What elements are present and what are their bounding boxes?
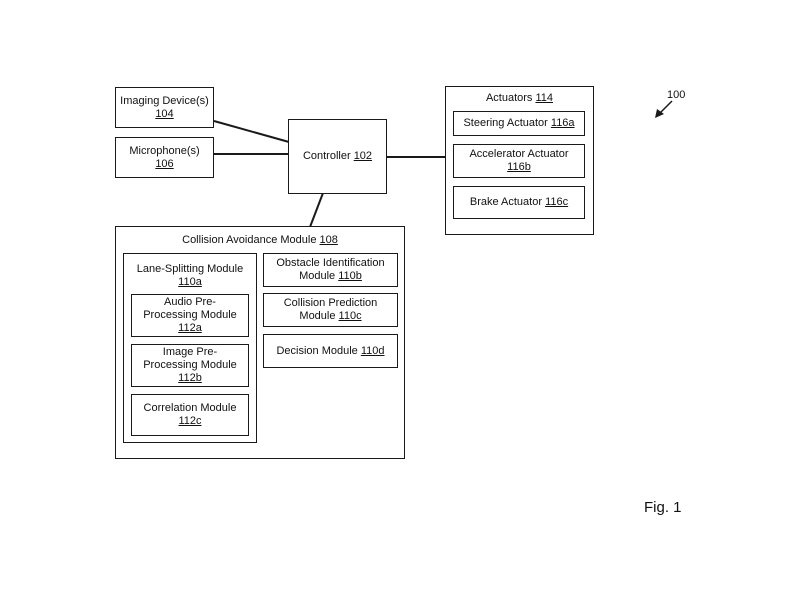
lane-splitting-box: Lane-Splitting Module 110a Audio Pre- Pr… <box>123 253 257 443</box>
steering-actuator-box: Steering Actuator 116a <box>453 111 585 136</box>
lane-splitting-label: Lane-Splitting Module <box>136 263 244 275</box>
obstacle-identification-box: Obstacle Identification Module 110b <box>263 253 398 287</box>
collision-prediction-line2: Module <box>299 310 336 322</box>
connector-imaging-controller <box>213 120 290 143</box>
decision-module-ref: 110d <box>360 344 385 357</box>
steering-actuator-ref: 116a <box>550 117 575 129</box>
figure-caption: Fig. 1 <box>644 499 682 516</box>
accelerator-actuator-box: Accelerator Actuator 116b <box>453 144 585 178</box>
image-preprocessing-line2: Processing Module <box>143 359 237 371</box>
controller-ref: 102 <box>353 150 373 162</box>
collision-prediction-box: Collision Prediction Module 110c <box>263 293 398 327</box>
brake-actuator-box: Brake Actuator 116c <box>453 186 585 219</box>
audio-preprocessing-line1: Audio Pre- <box>164 296 216 308</box>
controller-label: Controller <box>302 150 351 162</box>
actuators-label: Actuators <box>485 92 533 104</box>
decision-module-box: Decision Module 110d <box>263 334 398 368</box>
collision-avoidance-ref: 108 <box>319 234 338 246</box>
ref-arrow-100 <box>655 100 673 118</box>
lane-splitting-ref: 110a <box>178 276 202 288</box>
collision-avoidance-label: Collision Avoidance Module <box>182 234 317 246</box>
connector-controller-collision <box>309 192 324 228</box>
figure-ref-number: 100 <box>667 89 686 101</box>
steering-actuator-label: Steering Actuator <box>463 117 548 129</box>
imaging-device-ref: 104 <box>155 107 174 120</box>
correlation-module-label: Correlation Module <box>143 402 237 414</box>
obstacle-identification-ref: 110b <box>338 270 362 282</box>
audio-preprocessing-box: Audio Pre- Processing Module 112a <box>131 294 249 337</box>
correlation-module-box: Correlation Module 112c <box>131 394 249 436</box>
audio-preprocessing-line2: Processing Module <box>143 309 237 321</box>
obstacle-identification-line2: Module <box>299 270 336 282</box>
collision-prediction-line1: Collision Prediction <box>283 297 378 309</box>
microphone-box: Microphone(s) 106 <box>115 137 214 178</box>
image-preprocessing-ref: 112b <box>178 372 202 384</box>
accelerator-actuator-label: Accelerator Actuator <box>469 148 569 160</box>
obstacle-identification-line1: Obstacle Identification <box>276 257 385 269</box>
image-preprocessing-line1: Image Pre- <box>162 346 218 358</box>
microphone-label: Microphone(s) <box>129 144 200 157</box>
microphone-ref: 106 <box>155 157 174 170</box>
decision-module-label: Decision Module <box>276 344 358 357</box>
brake-actuator-label: Brake Actuator <box>469 196 543 208</box>
accelerator-actuator-ref: 116b <box>507 161 531 173</box>
brake-actuator-ref: 116c <box>545 196 569 208</box>
collision-prediction-ref: 110c <box>338 310 362 322</box>
image-preprocessing-box: Image Pre- Processing Module 112b <box>131 344 249 387</box>
collision-avoidance-box: Collision Avoidance Module 108 Lane-Spli… <box>115 226 405 459</box>
imaging-device-label: Imaging Device(s) <box>120 94 209 107</box>
controller-box: Controller 102 <box>288 119 387 194</box>
correlation-module-ref: 112c <box>178 415 202 427</box>
actuators-ref: 114 <box>535 92 554 104</box>
actuators-box: Actuators 114 Steering Actuator 116a Acc… <box>445 86 594 235</box>
imaging-device-box: Imaging Device(s) 104 <box>115 87 214 128</box>
audio-preprocessing-ref: 112a <box>178 322 202 334</box>
